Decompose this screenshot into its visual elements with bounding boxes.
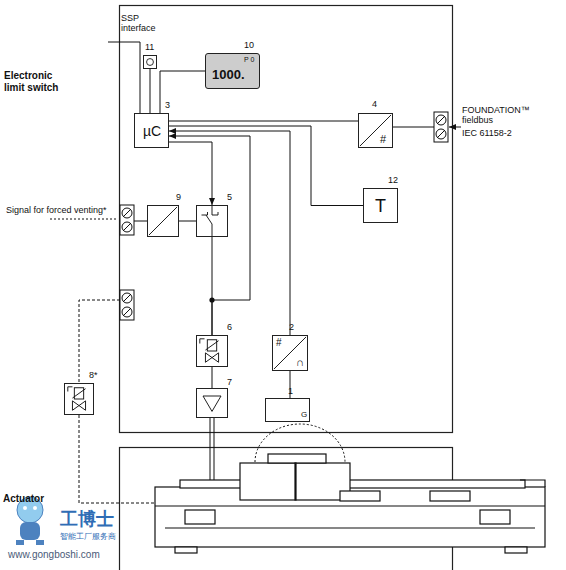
terminal xyxy=(120,290,134,320)
callout-number: 11 xyxy=(145,43,154,52)
signal-line xyxy=(169,121,358,122)
callout-number: 10 xyxy=(244,41,254,50)
fieldbus-label: FOUNDATION™ fieldbus xyxy=(462,105,524,126)
solenoid-air-line xyxy=(79,415,155,503)
sw-symbol xyxy=(197,206,227,236)
callout-number: 4 xyxy=(372,100,377,109)
fieldbus-standard: IEC 61158-2 xyxy=(462,128,512,138)
housing-outline xyxy=(120,6,453,433)
forced-venting-line xyxy=(50,219,118,220)
signal-line xyxy=(169,142,212,205)
callout-number: 8* xyxy=(89,371,98,380)
solenoid-wire xyxy=(79,300,120,383)
signal-line xyxy=(160,71,205,113)
callout-number: 3 xyxy=(165,101,170,110)
position-sensor: 1G xyxy=(265,398,310,422)
watermark-mascot xyxy=(16,497,44,545)
node-text: ∩ xyxy=(296,357,304,368)
air-pipe xyxy=(214,418,215,480)
fieldbus-arrow xyxy=(449,127,461,128)
switch-symbol: 5 xyxy=(196,205,228,237)
interface-socket: 11 xyxy=(143,55,157,69)
signal-line xyxy=(212,237,213,335)
callout-number: 6 xyxy=(227,323,232,332)
valve-symbol xyxy=(65,384,93,414)
tri-symbol xyxy=(197,389,227,417)
signal-line xyxy=(169,136,250,335)
pneumatic-amplifier: 7 xyxy=(196,388,228,418)
actuator-label: Actuator xyxy=(3,493,44,505)
signal-line xyxy=(169,131,290,335)
actuator-body xyxy=(155,454,545,553)
signal-converter: 9 xyxy=(147,205,179,237)
signal-line xyxy=(150,69,151,113)
callout-number: 5 xyxy=(227,193,232,202)
callout-number: 2 xyxy=(289,323,294,332)
terminal xyxy=(434,112,448,142)
ad-converter: 2#∩ xyxy=(272,335,308,371)
callout-number: 12 xyxy=(388,176,398,185)
temperature-sensor: 12T xyxy=(363,188,398,223)
signal-line xyxy=(212,367,213,388)
conv-symbol xyxy=(359,114,392,147)
watermark-text: 智能工厂服务商 xyxy=(60,532,116,541)
forced-venting-valve: 8* xyxy=(64,383,94,415)
venting-wire xyxy=(134,221,147,222)
module-title: Electronic limit switch xyxy=(4,70,74,93)
valve-symbol xyxy=(197,336,227,366)
watermark-text: 工博士 xyxy=(60,509,114,530)
signal-label: Signal for forced venting* xyxy=(6,205,107,215)
callout-number: 1 xyxy=(288,387,293,396)
fieldbus-wire xyxy=(393,127,434,128)
air-pipe xyxy=(210,418,211,480)
callout-number: 9 xyxy=(176,193,181,202)
watermark-url: www.gongboshi.com xyxy=(8,549,100,561)
node-text: # xyxy=(380,134,386,145)
fieldbus-converter: 4# xyxy=(358,113,393,148)
solenoid-valve: 6 xyxy=(196,335,228,367)
conv-symbol xyxy=(148,206,178,236)
node-text: T xyxy=(375,197,386,215)
signal-line xyxy=(169,126,363,206)
socket-symbol xyxy=(144,56,156,68)
lcd-display: 10P 01000. xyxy=(205,53,260,89)
node-text: 1000. xyxy=(212,68,245,81)
node-text: # xyxy=(276,338,282,348)
terminal xyxy=(120,205,134,235)
callout-number: 7 xyxy=(227,378,232,387)
node-text: µC xyxy=(143,124,161,138)
interface-label: SSP interface xyxy=(121,13,169,34)
sensor-field xyxy=(255,424,345,462)
node-text: G xyxy=(301,411,307,419)
microcontroller-box: 3µC xyxy=(134,113,169,148)
node-text: P 0 xyxy=(244,56,254,63)
signal-line xyxy=(179,221,196,222)
ssp-wire xyxy=(108,42,140,113)
